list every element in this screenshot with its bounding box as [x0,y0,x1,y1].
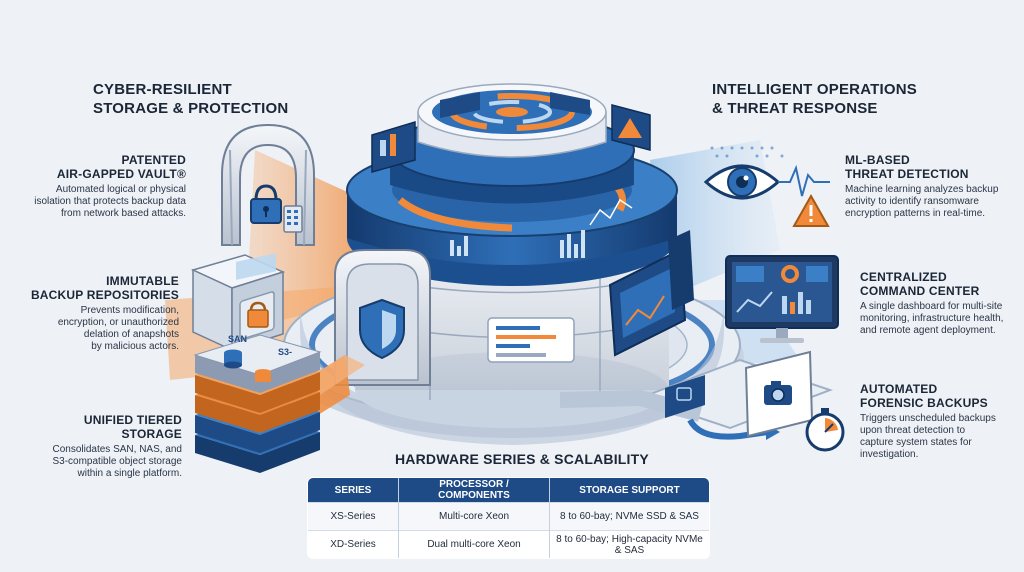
feature-title: PATENTED [121,153,186,167]
feature-title: BACKUP REPOSITORIES [30,288,179,302]
right-section-title: INTELLIGENT OPERATIONS & THREAT RESPONSE [712,81,917,117]
feature-description: Prevents modification, encryption, or un… [57,305,179,352]
feature-title: CENTRALIZED [860,270,947,284]
feature-title: AUTOMATED [860,382,938,396]
feature-title: UNIFIED TIERED [83,413,182,427]
san-label: SAN [228,334,248,344]
table-cell: Dual multi-core Xeon [398,530,550,558]
feature-title: ML-BASED [845,153,910,167]
table-cell: Multi-core Xeon [398,502,550,531]
feature-title: THREAT DETECTION [845,167,969,181]
table-row: XS-Series Multi-core Xeon 8 to 60-bay; N… [308,502,709,531]
storage-stack-icon [193,334,322,473]
top-discs [389,83,635,204]
feature-unified-tiered-storage: UNIFIED TIERED STORAGE Consolidates SAN,… [20,413,182,480]
camera-icon [744,350,814,438]
monitor-dashboard-icon [725,255,839,343]
dot-grid [710,146,784,158]
padlock-icon [250,184,282,224]
feature-title: IMMUTABLE [106,274,179,288]
feature-title: FORENSIC BACKUPS [860,396,988,410]
floating-panels [371,92,651,173]
vault-box-icon [190,253,286,352]
heartbeat-line [778,164,830,197]
left-section-title: CYBER-RESILIENT STORAGE & PROTECTION [93,81,289,117]
column-header-storage: STORAGE SUPPORT [549,478,709,503]
feature-air-gapped-vault: PATENTED AIR-GAPPED VAULT® Automated log… [20,153,186,220]
table-cell: XS-Series [308,502,399,531]
hardware-table: SERIES PROCESSOR / COMPONENTS STORAGE SU… [307,477,710,559]
feature-ml-threat-detection: ML-BASED THREAT DETECTION Machine learni… [845,153,1017,220]
feature-description: A single dashboard for multi-site monito… [860,301,1004,336]
feature-forensic-backups: AUTOMATED FORENSIC BACKUPS Triggers unsc… [860,382,1020,461]
table-header-row: SERIES PROCESSOR / COMPONENTS STORAGE SU… [308,478,709,503]
feature-title: AIR-GAPPED VAULT® [56,167,186,181]
keypad-icon [283,205,303,233]
feature-immutable-repositories: IMMUTABLE BACKUP REPOSITORIES Prevents m… [20,274,179,353]
warning-icon [792,193,830,227]
feature-description: Machine learning analyzes backup activit… [845,184,999,219]
table-cell: 8 to 60-bay; NVMe SSD & SAS [549,502,709,531]
feature-title: STORAGE [121,427,182,441]
s3-label: S3- [278,347,293,357]
feature-description: Automated logical or physical isolation … [34,184,186,219]
cylinder-screens [608,230,694,357]
table-row: XD-Series Dual multi-core Xeon 8 to 60-b… [308,530,709,558]
feature-description: Consolidates SAN, NAS, and S3-compatible… [52,444,182,479]
feature-description: Triggers unscheduled backups upon threat… [860,413,996,460]
hardware-title: HARDWARE SERIES & SCALABILITY [395,451,649,467]
table-cell: XD-Series [308,530,399,558]
shield-icon [359,298,405,360]
arch-gate-icon [221,123,315,246]
feature-command-center: CENTRALIZED COMMAND CENTER A single dash… [860,270,1020,337]
column-header-processor: PROCESSOR / COMPONENTS [398,478,550,503]
stopwatch-icon [805,408,845,452]
table-cell: 8 to 60-bay; High-capacity NVMe & SAS [549,530,709,558]
shield-gate [334,249,431,386]
feature-title: COMMAND CENTER [860,284,980,298]
column-header-series: SERIES [308,478,399,503]
